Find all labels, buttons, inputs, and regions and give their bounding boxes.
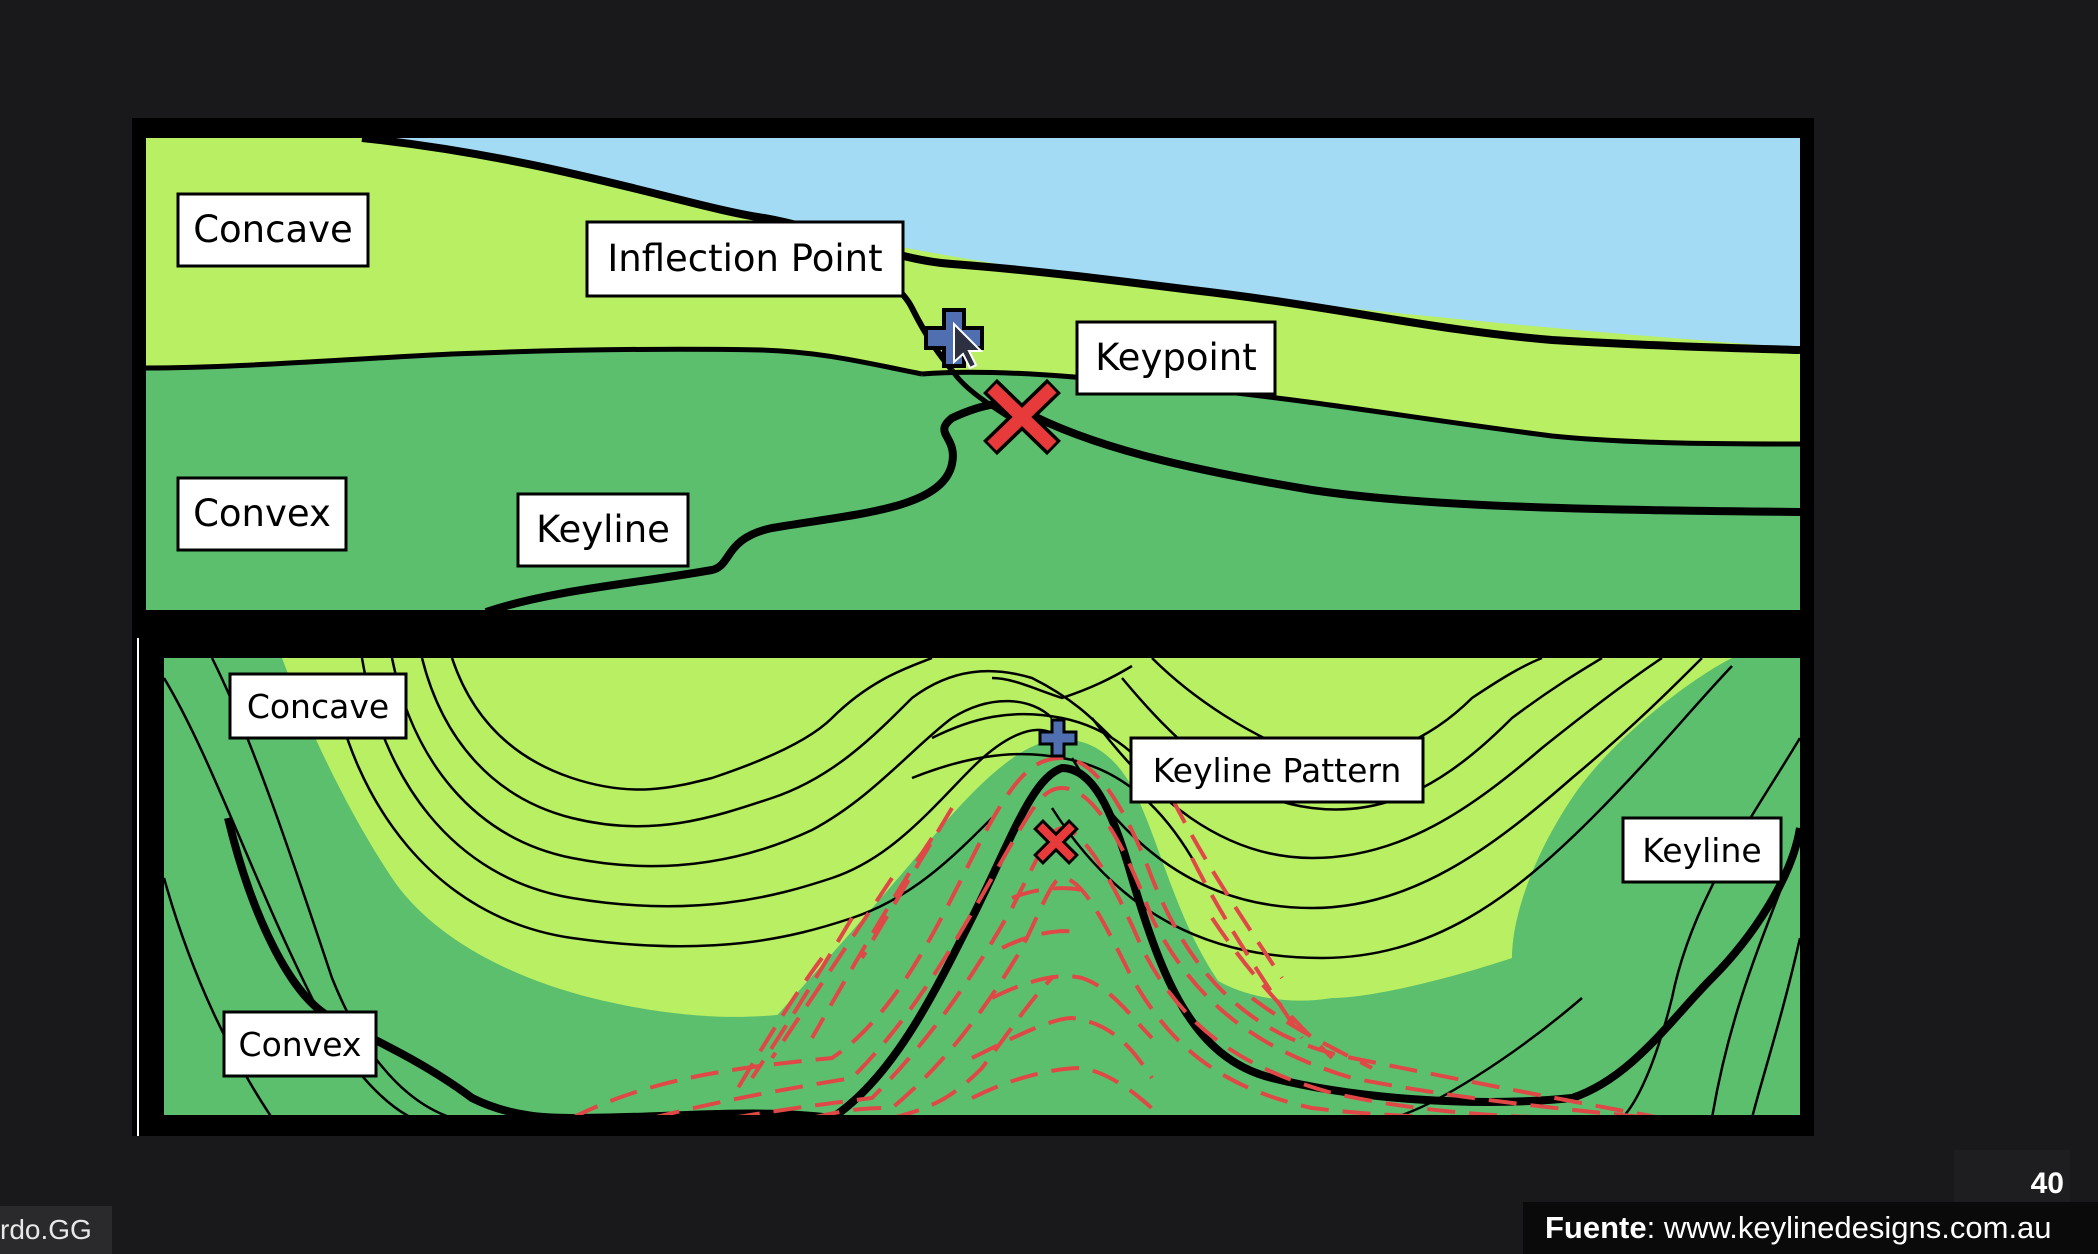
x-icon [983, 378, 1061, 456]
keyline-pattern-dashes [573, 755, 1657, 1115]
label-keyline-pattern: Keyline Pattern [1129, 736, 1425, 804]
svg-text:Keypoint: Keypoint [1095, 336, 1256, 379]
presenter-name: rdo.GG [0, 1206, 112, 1254]
top-panel: Concave Inflection Point Keypoint Convex… [145, 134, 1801, 616]
label-convex-bottom: Convex [222, 1010, 378, 1078]
lower-contour-line [921, 369, 1801, 447]
inflection-keypoint-link [949, 368, 1012, 421]
keyline-figure: Concave Inflection Point Keypoint Convex… [132, 118, 1814, 1136]
svg-text:Convex: Convex [193, 492, 331, 535]
svg-text:Convex: Convex [239, 1025, 362, 1064]
label-concave-bottom: Concave [228, 672, 408, 740]
label-keypoint: Keypoint [1075, 320, 1277, 396]
svg-text:Keyline Pattern: Keyline Pattern [1153, 751, 1402, 790]
cursor-icon [953, 321, 984, 370]
label-concave-top: Concave [176, 192, 370, 268]
keyline-line [484, 399, 1801, 616]
label-keyline-top: Keyline [516, 492, 690, 568]
svg-text:Concave: Concave [193, 208, 353, 251]
x-icon [1033, 819, 1079, 865]
source-label: Fuente [1545, 1210, 1647, 1245]
source-caption: Fuente: www.keylinedesigns.com.au [1523, 1202, 2098, 1254]
hill-profile-line [361, 134, 1801, 354]
svg-text:Inflection Point: Inflection Point [607, 237, 882, 280]
label-inflection-point: Inflection Point [585, 220, 905, 298]
keyline-thick-lines [224, 763, 1800, 1115]
svg-text:Keyline: Keyline [536, 508, 670, 551]
source-url: : www.keylinedesigns.com.au [1646, 1210, 2052, 1245]
transition-line [145, 346, 923, 377]
label-convex-top: Convex [176, 476, 348, 552]
svg-text:Keyline: Keyline [1642, 831, 1761, 870]
bottom-panel: Concave Keyline Pattern Keyline Convex [164, 658, 1800, 1115]
svg-text:Concave: Concave [247, 687, 389, 726]
label-keyline-bottom: Keyline [1621, 816, 1783, 884]
plus-icon [1038, 718, 1078, 758]
